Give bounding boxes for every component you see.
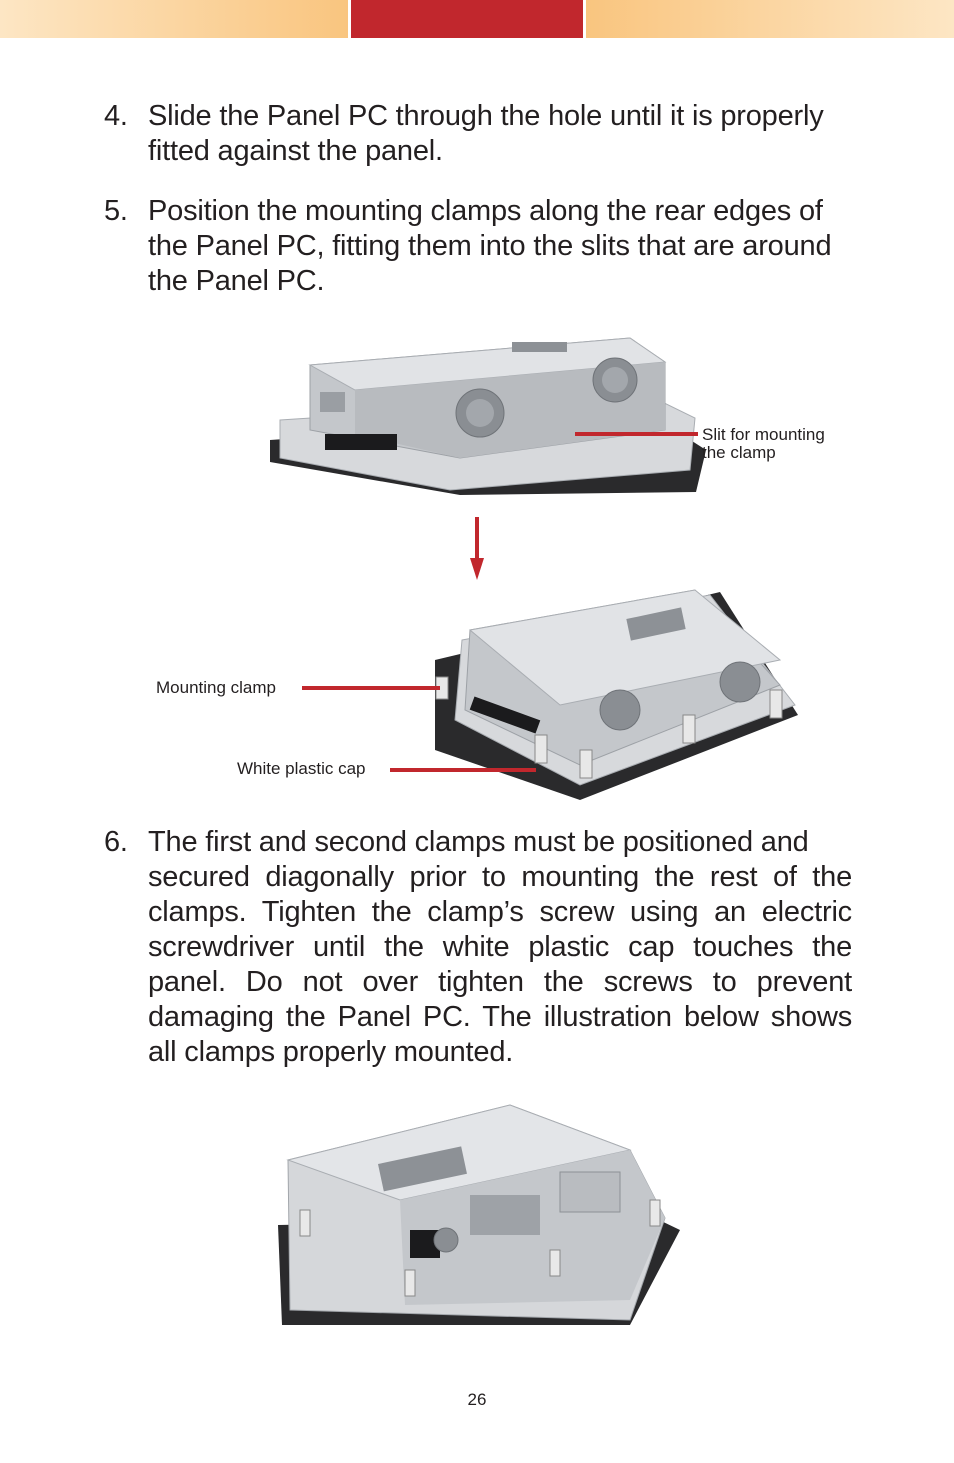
panel-pc-mounted-photo bbox=[278, 1104, 680, 1325]
figure-clamps-mounted bbox=[278, 1104, 680, 1325]
step-number: 5. bbox=[104, 195, 128, 227]
step-text-body: secured diagonally prior to mounting the… bbox=[148, 861, 852, 1068]
step-text: Position the mounting clamps along the r… bbox=[148, 195, 832, 297]
mounting-clamp-label: Mounting clamp bbox=[156, 678, 277, 697]
slit-label-line1: Slit for mounting bbox=[702, 425, 825, 444]
slit-label-line2: the clamp bbox=[702, 443, 776, 462]
step-4: 4. Slide the Panel PC through the hole u… bbox=[104, 99, 852, 169]
header-bar bbox=[0, 0, 954, 38]
figure-clamp-installation: Slit for mounting the clamp bbox=[270, 337, 825, 800]
white-plastic-cap-label: White plastic cap bbox=[237, 759, 366, 778]
header-bar-left bbox=[0, 0, 348, 38]
step-number: 6. bbox=[104, 826, 128, 858]
panel-pc-with-clamps-photo bbox=[435, 589, 798, 800]
panel-pc-rear-photo bbox=[270, 337, 706, 495]
step-5: 5. Position the mounting clamps along th… bbox=[104, 194, 852, 299]
step-6: 6. The first and second clamps must be p… bbox=[104, 825, 852, 1070]
down-arrow-icon bbox=[470, 517, 484, 580]
step-number: 4. bbox=[104, 100, 128, 132]
page-number: 26 bbox=[467, 1390, 487, 1409]
header-bar-right bbox=[586, 0, 954, 38]
step-text-line1: Slide the Panel PC through the hole unti… bbox=[148, 100, 824, 132]
header-bar-accent bbox=[351, 0, 583, 38]
step-text-line1: The first and second clamps must be posi… bbox=[148, 826, 809, 858]
step-text-line2: fitted against the panel. bbox=[148, 135, 443, 167]
